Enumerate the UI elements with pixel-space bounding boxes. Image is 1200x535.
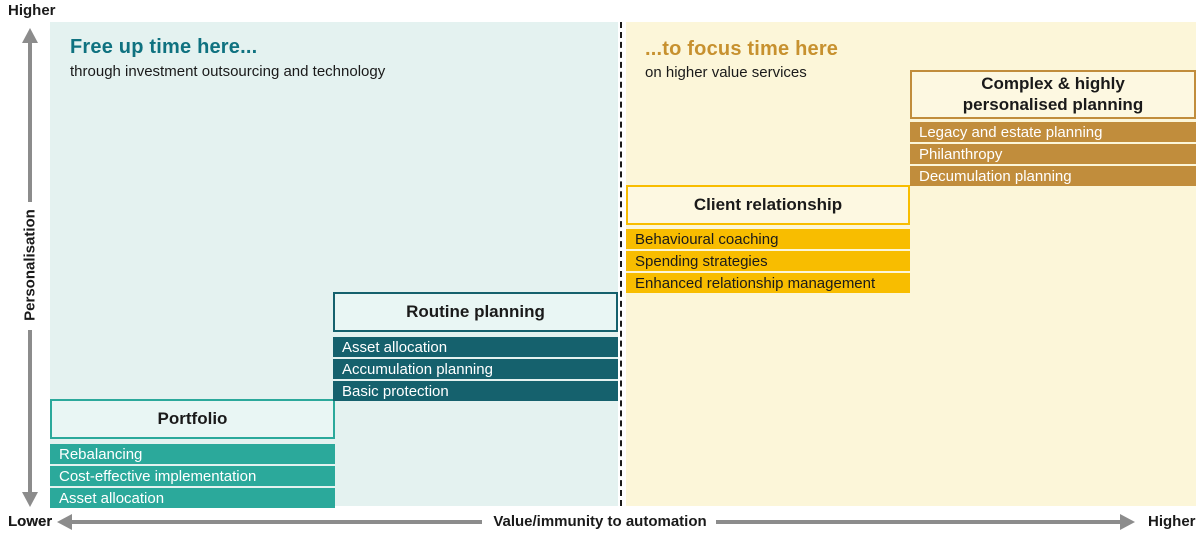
group-item: Rebalancing — [50, 444, 335, 464]
group-item: Asset allocation — [50, 488, 335, 508]
group-client-relationship: Client relationship Behavioural coaching… — [626, 185, 910, 295]
y-axis-top-label: Higher — [8, 2, 56, 19]
group-title: Client relationship — [693, 194, 843, 214]
left-region-heading: Free up time here... — [70, 36, 258, 58]
group-title-box: Client relationship — [626, 185, 910, 225]
group-title: Complex & highly personalised planning — [962, 74, 1144, 114]
left-region-subheading: through investment outsourcing and techn… — [70, 63, 386, 80]
x-axis-line-left — [71, 520, 482, 524]
y-axis-line-upper — [28, 42, 32, 202]
group-portfolio: Portfolio Rebalancing Cost-effective imp… — [50, 399, 335, 510]
y-axis-down-arrow-icon — [22, 492, 38, 507]
group-item: Decumulation planning — [910, 166, 1196, 186]
right-region-heading: ...to focus time here — [645, 38, 839, 60]
group-item: Philanthropy — [910, 144, 1196, 164]
group-title-box: Complex & highly personalised planning — [910, 70, 1196, 119]
group-routine-planning: Routine planning Asset allocation Accumu… — [333, 292, 618, 403]
x-axis-line-right — [716, 520, 1120, 524]
y-axis-up-arrow-icon — [22, 28, 38, 43]
x-axis-left-arrow-icon — [57, 514, 72, 530]
y-axis-line-lower — [28, 330, 32, 492]
group-title-box: Portfolio — [50, 399, 335, 439]
group-complex-planning: Complex & highly personalised planning L… — [910, 70, 1196, 188]
group-item: Cost-effective implementation — [50, 466, 335, 486]
group-title-box: Routine planning — [333, 292, 618, 332]
y-axis-bottom-label: Lower — [8, 513, 53, 530]
x-axis-right-label: Higher — [1148, 513, 1196, 530]
x-axis-left-label: Lower — [8, 513, 53, 530]
x-axis-right-arrow-icon — [1120, 514, 1135, 530]
group-title: Routine planning — [406, 301, 545, 321]
right-region-subheading: on higher value services — [645, 64, 807, 81]
x-axis-label: Value/immunity to automation — [493, 513, 707, 530]
group-item: Legacy and estate planning — [910, 122, 1196, 142]
group-title: Portfolio — [157, 408, 228, 428]
group-item: Asset allocation — [333, 337, 618, 357]
group-item: Enhanced relationship management — [626, 273, 910, 293]
group-item: Spending strategies — [626, 251, 910, 271]
y-axis-label: Personalisation — [21, 209, 39, 321]
group-item: Accumulation planning — [333, 359, 618, 379]
group-item: Behavioural coaching — [626, 229, 910, 249]
region-divider-dashed-line — [620, 22, 622, 506]
group-item: Basic protection — [333, 381, 618, 401]
